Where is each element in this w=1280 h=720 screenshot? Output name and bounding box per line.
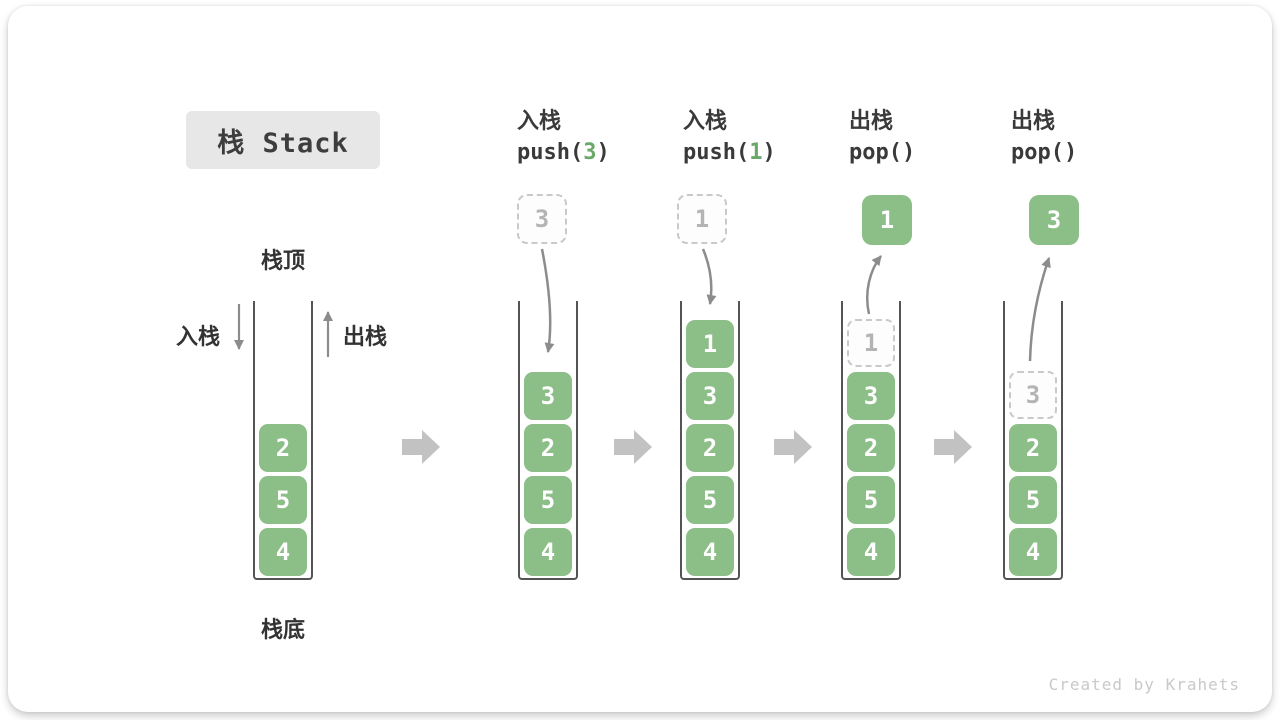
op-cn-label: 入栈 — [683, 108, 728, 133]
op-label-push-3: 入栈 push(3) — [517, 106, 687, 170]
stack-item: 4 — [686, 528, 734, 576]
stack-item: 1 — [686, 320, 734, 368]
op-cn-label: 出栈 — [849, 108, 894, 133]
stack-item: 2 — [1009, 424, 1057, 472]
code-arg: 1 — [749, 140, 763, 165]
code-close: ) — [596, 140, 610, 165]
diagram-title: 栈 Stack — [186, 111, 380, 169]
popped-item: 1 — [862, 195, 912, 245]
stack-item: 2 — [524, 424, 572, 472]
op-cn-label: 出栈 — [1011, 108, 1056, 133]
stack-item: 4 — [1009, 528, 1057, 576]
stack-item-ghost: 1 — [847, 319, 895, 367]
op-code-label: pop() — [1011, 136, 1181, 170]
stack-item-ghost: 3 — [1009, 371, 1057, 419]
op-code-label: push(3) — [517, 136, 687, 170]
stack-item: 5 — [524, 476, 572, 524]
popped-item: 3 — [1029, 195, 1079, 245]
watermark: Created by Krahets — [1048, 675, 1240, 694]
stack-bottom-label: 栈底 — [260, 617, 305, 642]
code-arg: 3 — [583, 140, 597, 165]
code-fn: pop() — [849, 140, 916, 165]
stack-item: 2 — [259, 424, 307, 472]
push-side-label: 入栈 — [176, 324, 221, 349]
code-fn: push( — [517, 140, 584, 165]
stack-item: 4 — [259, 528, 307, 576]
stack-item: 5 — [847, 476, 895, 524]
stack-item: 2 — [686, 424, 734, 472]
stack-item: 4 — [847, 528, 895, 576]
op-label-pop-2: 出栈 pop() — [1011, 106, 1181, 170]
stack-top-label: 栈顶 — [260, 248, 305, 273]
incoming-item-ghost: 1 — [677, 194, 727, 244]
code-fn: push( — [683, 140, 750, 165]
stack-item: 4 — [524, 528, 572, 576]
op-code-label: pop() — [849, 136, 1019, 170]
stack-item: 5 — [686, 476, 734, 524]
code-fn: pop() — [1011, 140, 1078, 165]
stack-item: 5 — [259, 476, 307, 524]
diagram-title-text: 栈 Stack — [217, 127, 349, 159]
op-code-label: push(1) — [683, 136, 853, 170]
code-close: ) — [762, 140, 776, 165]
stack-item: 5 — [1009, 476, 1057, 524]
pop-side-label: 出栈 — [343, 324, 388, 349]
stack-item: 2 — [847, 424, 895, 472]
stack-item: 3 — [847, 372, 895, 420]
incoming-item-ghost: 3 — [517, 194, 567, 244]
stack-item: 3 — [524, 372, 572, 420]
op-label-push-1: 入栈 push(1) — [683, 106, 853, 170]
stack-item: 3 — [686, 372, 734, 420]
op-label-pop-1: 出栈 pop() — [849, 106, 1019, 170]
op-cn-label: 入栈 — [517, 108, 562, 133]
